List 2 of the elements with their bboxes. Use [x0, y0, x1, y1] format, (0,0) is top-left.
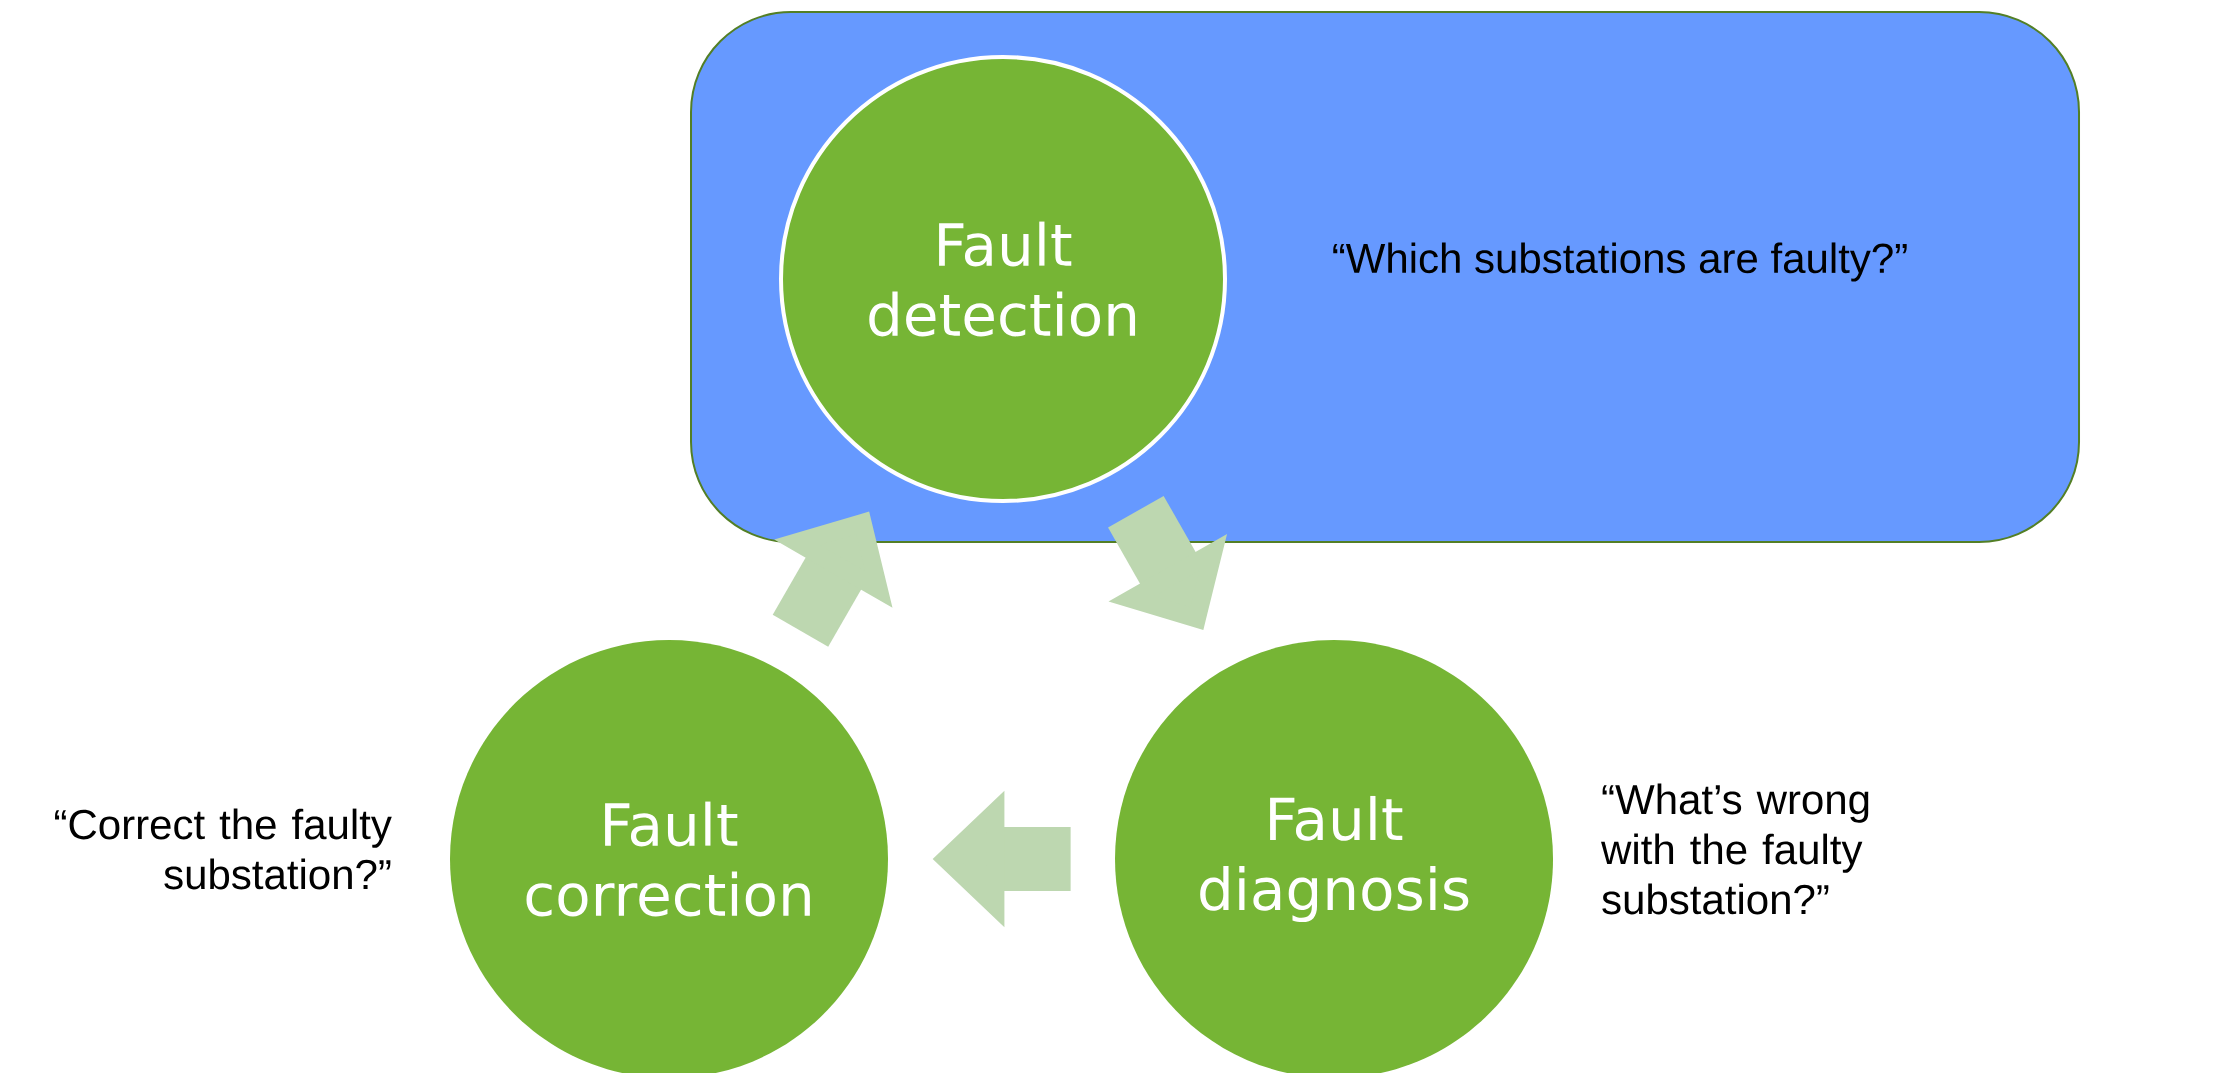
quote-text: “What’s wrong with the faulty substation?”	[1601, 783, 1869, 915]
quote-text: “Correct the faulty substation?”	[55, 808, 392, 890]
